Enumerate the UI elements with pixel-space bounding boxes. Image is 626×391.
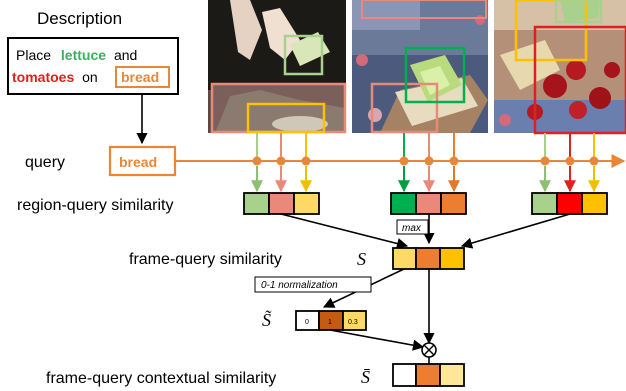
max-arrow-frame3 [460, 213, 571, 249]
norm-to-multiply-arrow [329, 329, 425, 351]
query-dots [252, 156, 599, 166]
frame2-lettuce-region [404, 46, 466, 104]
fq-cell [392, 247, 417, 270]
word-and: and [114, 47, 137, 63]
query-dot [301, 156, 311, 166]
fq-cell [439, 247, 465, 270]
word-bread: bread [121, 69, 159, 85]
frame-query-label: frame-query similarity [129, 251, 282, 268]
video-frame-1 [208, 0, 347, 134]
frame1-lettuce-region [283, 34, 324, 76]
bread-highlight-box [115, 66, 170, 88]
word-lettuce: lettuce [61, 47, 106, 63]
query-dot [252, 156, 262, 166]
region-query-label: region-query similarity [17, 197, 174, 214]
ctx-cell [415, 363, 441, 387]
contextual-cells [392, 363, 465, 387]
query-box [108, 145, 177, 177]
query-dot [565, 156, 575, 166]
query-value: bread [119, 154, 157, 170]
query-dot [540, 156, 550, 166]
norm-value: 0 [305, 319, 309, 326]
frame3-bread-region [514, 0, 588, 62]
query-label: query [25, 154, 65, 171]
rq-cell [268, 192, 295, 215]
rq-cell [390, 192, 417, 215]
word-place: Place [16, 47, 51, 63]
rq-cell [293, 192, 320, 215]
ctx-cell [392, 363, 417, 387]
query-dot [276, 156, 286, 166]
frame3-lettuce-region [554, 0, 603, 24]
max-op-label: max [402, 223, 422, 234]
frame3-tomato-region [533, 25, 626, 135]
video-frame-2 [352, 0, 488, 134]
normalization-op-box [254, 276, 372, 293]
description-line-2: tomatoes on [12, 69, 98, 85]
rq-cell [243, 192, 270, 215]
ctx-cell [439, 363, 465, 387]
query-dot [424, 156, 434, 166]
norm-value: 0.3 [348, 319, 358, 326]
frame-query-cells [392, 247, 465, 270]
frame2-bread-region [370, 82, 439, 134]
video-frame-3 [494, 0, 626, 135]
region-query-cells-frame1 [243, 192, 320, 215]
description-line-1: Place lettuce and [16, 47, 137, 63]
normalized-cells [295, 310, 367, 331]
multiply-icon-stroke [423, 344, 435, 356]
contextual-label: frame-query contextual similarity [46, 370, 276, 387]
rq-cell [556, 192, 583, 215]
rq-cell [415, 192, 442, 215]
query-dot [399, 156, 409, 166]
rq-cell [531, 192, 558, 215]
region-query-cells-frame2 [390, 192, 467, 215]
max-op-box [396, 219, 429, 235]
query-dot [589, 156, 599, 166]
query-dot [449, 156, 459, 166]
word-tomatoes: tomatoes [12, 69, 74, 85]
rq-cell [581, 192, 608, 215]
norm-value: 1 [328, 319, 332, 326]
fq-cell [415, 247, 441, 270]
norm-cell [342, 310, 367, 331]
rq-cell [440, 192, 467, 215]
description-heading: Description [37, 9, 122, 28]
frame2-top-region [361, 0, 487, 19]
frame1-tomato-region [246, 102, 326, 134]
max-arrow-frame1 [280, 213, 409, 249]
region-query-cells-frame3 [531, 192, 608, 215]
s-tilde-symbol: S̃ [262, 310, 272, 330]
word-on: on [82, 69, 98, 85]
normalization-op-label: 0-1 normalization [261, 280, 338, 291]
frame-query-symbol: S [357, 249, 366, 269]
contextual-symbol: S̄ [361, 367, 370, 387]
